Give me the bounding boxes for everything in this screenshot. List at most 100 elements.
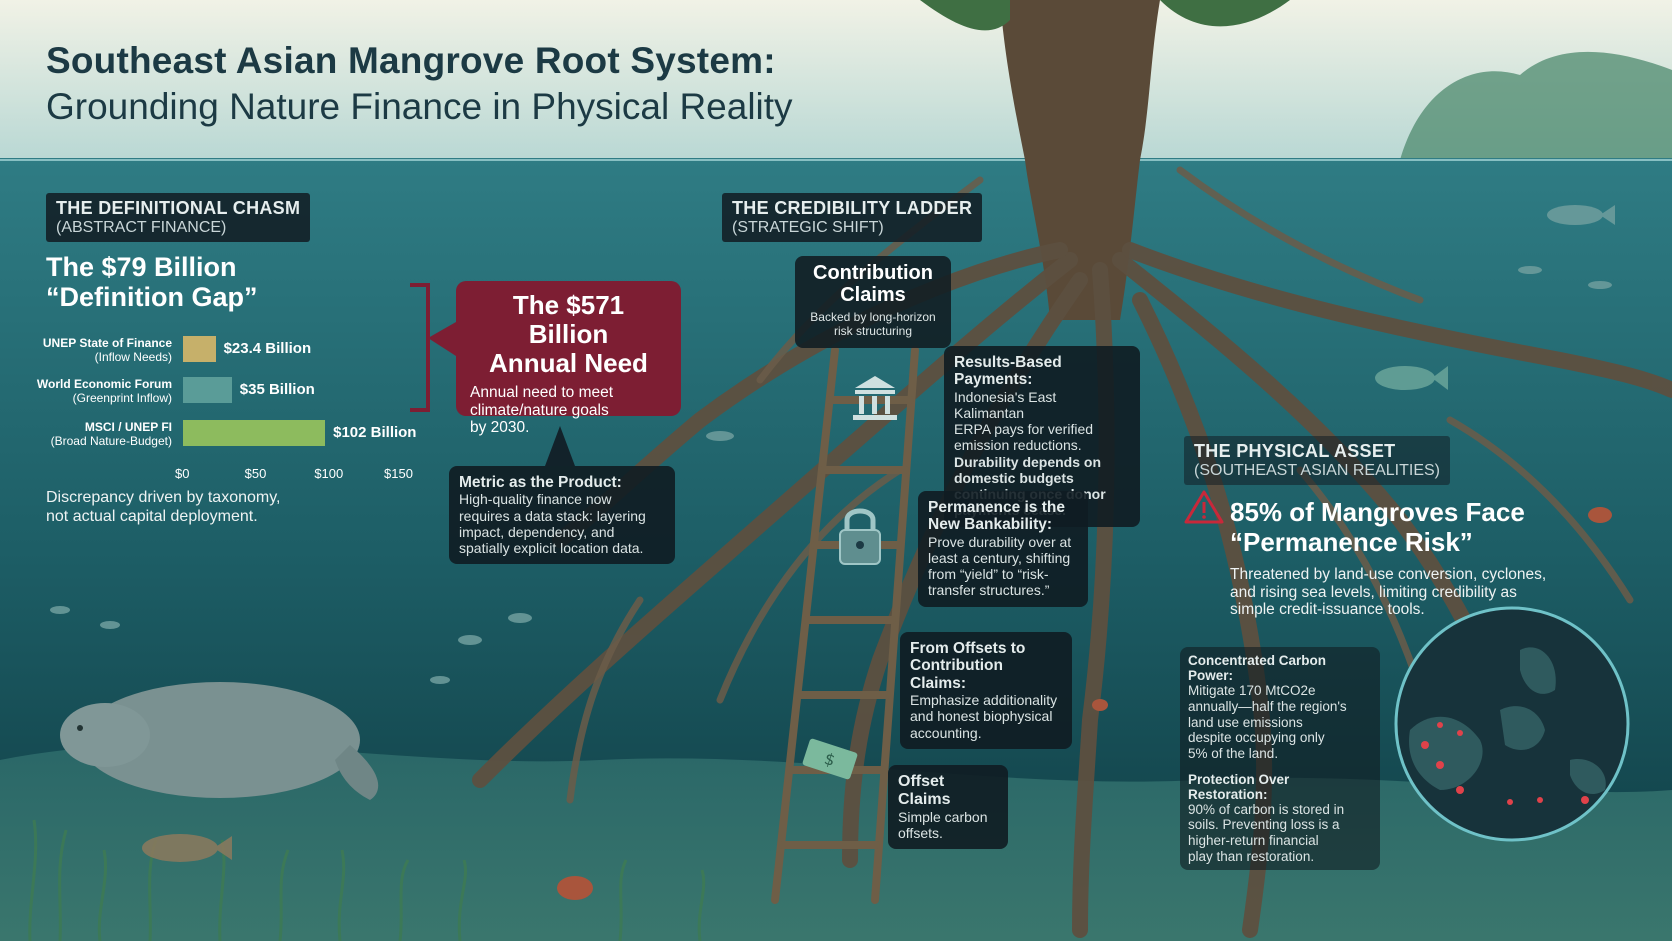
contrib-body-1: Backed by long-horizon xyxy=(810,309,936,324)
metric-body: High-quality finance now requires a data… xyxy=(459,491,665,556)
offset-line: Simple carbon xyxy=(898,808,988,825)
gap-line-2: “Definition Gap” xyxy=(46,282,258,313)
carbon-line: Mitigate 170 MtCO2e xyxy=(1188,683,1316,699)
ladder-tag-title: THE CREDIBILITY LADDER xyxy=(732,198,973,218)
risk-title-2: “Permanence Risk” xyxy=(1230,526,1473,557)
bar-wef xyxy=(183,377,232,403)
results-line: domestic budgets xyxy=(954,469,1074,486)
need-title-2: Annual Need xyxy=(489,348,648,379)
asset-tag-title: THE PHYSICAL ASSET xyxy=(1194,441,1396,461)
metric-title: Metric as the Product: xyxy=(459,474,622,491)
carbon-line: annually—half the region's xyxy=(1188,698,1347,714)
bar-detail-wef: (Greenprint Inflow) xyxy=(72,391,172,406)
offsets-title-2: Contribution Claims: xyxy=(910,657,1003,692)
need-title-1: The $571 Billion xyxy=(512,290,625,350)
offsets-line: accounting. xyxy=(910,724,982,741)
carbon-power-box: Concentrated Carbon Power: Mitigate 170 … xyxy=(1180,647,1380,871)
protection-body: 90% of carbon is stored in soils. Preven… xyxy=(1188,802,1372,865)
bar-label-wef: World Economic Forum (Greenprint Inflow) xyxy=(0,377,172,406)
protection-line: 90% of carbon is stored in xyxy=(1188,801,1345,817)
offset-claims-box: Offset Claims Simple carbon offsets. xyxy=(888,765,1008,850)
perm-line: Prove durability over at xyxy=(928,533,1072,550)
definition-gap-title: The $79 Billion “Definition Gap” xyxy=(46,252,258,312)
protection-line: play than restoration. xyxy=(1188,848,1315,864)
contrib-title-1: Contribution xyxy=(813,262,933,284)
bar-source-wef: World Economic Forum xyxy=(36,377,172,391)
contrib-body-2: risk structuring xyxy=(833,323,913,338)
contribution-title: Contribution Claims xyxy=(801,262,945,307)
offsets-title-1: From Offsets to xyxy=(910,640,1026,657)
chasm-tag-title: THE DEFINITIONAL CHASM xyxy=(56,198,301,218)
permanence-box: Permanence is the New Bankability: Prove… xyxy=(918,491,1088,607)
note-line-1: Discrepancy driven by taxonomy, xyxy=(46,489,281,506)
contrib-title-2: Claims xyxy=(840,284,906,307)
offsets-body: Emphasize additionality and honest bioph… xyxy=(910,692,1062,741)
perm-line: least a century, shifting xyxy=(928,549,1071,566)
carbon-line: despite occupying only xyxy=(1188,730,1325,746)
risk-title-1: 85% of Mangroves Face xyxy=(1230,497,1525,527)
money-icon: $ xyxy=(802,738,858,780)
bar-value-msci: $102 Billion xyxy=(333,424,417,441)
permanence-title: Permanence is the New Bankability: xyxy=(928,499,1078,534)
risk-body-line: simple credit-issuance tools. xyxy=(1230,601,1425,618)
offsets-to-contribution-box: From Offsets to Contribution Claims: Emp… xyxy=(900,632,1072,749)
perm-line: transfer structures.” xyxy=(928,582,1050,599)
results-line: Durability depends on xyxy=(954,453,1102,470)
perm-title-2: New Bankability: xyxy=(928,516,1053,534)
metric-line: impact, dependency, and xyxy=(459,523,615,540)
bank-icon xyxy=(853,376,897,420)
annual-need-body: Annual need to meet climate/nature goals… xyxy=(470,384,667,436)
page-title-block: Southeast Asian Mangrove Root System: Gr… xyxy=(46,40,793,128)
carbon-body: Mitigate 170 MtCO2e annually—half the re… xyxy=(1188,683,1372,761)
bar-value-wef: $35 Billion xyxy=(239,381,315,398)
carbon-line: land use emissions xyxy=(1188,714,1303,730)
lock-icon xyxy=(839,508,881,565)
risk-body-line: Threatened by land-use conversion, cyclo… xyxy=(1230,566,1547,583)
need-body-1: Annual need to meet xyxy=(470,384,614,402)
offset-claims-body: Simple carbon offsets. xyxy=(898,809,998,841)
axis-tick: $100 xyxy=(314,466,344,481)
carbon-title: Concentrated Carbon Power: xyxy=(1188,653,1327,684)
gap-line-1: The $79 Billion xyxy=(46,252,237,282)
asset-tag: THE PHYSICAL ASSET (SOUTHEAST ASIAN REAL… xyxy=(1184,436,1450,485)
axis-tick: $150 xyxy=(384,466,413,481)
protection-line: soils. Preventing loss is a xyxy=(1188,817,1340,833)
bar-detail-msci: (Broad Nature-Budget) xyxy=(50,434,172,449)
bar-detail-unep: (Inflow Needs) xyxy=(94,350,172,365)
results-title: Results-Based Payments: xyxy=(954,354,1062,389)
bar-msci xyxy=(183,420,326,446)
offset-claims-title: Offset Claims xyxy=(898,773,951,808)
bar-value-unep: $23.4 Billion xyxy=(223,340,312,357)
protection-line: higher-return financial xyxy=(1188,833,1319,849)
metric-line: spatially explicit location data. xyxy=(459,540,644,557)
perm-line: from “yield” to “risk- xyxy=(928,566,1049,583)
bar-unep xyxy=(183,336,216,362)
metric-line: High-quality finance now xyxy=(459,491,612,508)
contribution-claims-box: Contribution Claims Backed by long-horiz… xyxy=(795,256,951,348)
bar-label-msci: MSCI / UNEP FI (Broad Nature-Budget) xyxy=(0,420,172,449)
metric-box: Metric as the Product: High-quality fina… xyxy=(449,466,675,565)
bar-label-unep: UNEP State of Finance (Inflow Needs) xyxy=(0,336,172,365)
chasm-tag: THE DEFINITIONAL CHASM (ABSTRACT FINANCE… xyxy=(46,193,311,242)
page-title: Southeast Asian Mangrove Root System: xyxy=(46,40,776,81)
note-line-2: not actual capital deployment. xyxy=(46,507,258,525)
offsets-line: Emphasize additionality xyxy=(910,692,1058,709)
results-line: Indonesia's East Kalimantan xyxy=(954,388,1057,421)
annual-need-title: The $571 Billion Annual Need xyxy=(470,290,667,379)
ladder-tag-sub: (STRATEGIC SHIFT) xyxy=(732,219,884,236)
ladder-tag: THE CREDIBILITY LADDER (STRATEGIC SHIFT) xyxy=(722,193,983,242)
annual-need-box: The $571 Billion Annual Need Annual need… xyxy=(456,281,681,436)
chasm-tag-sub: (ABSTRACT FINANCE) xyxy=(56,219,227,236)
offsets-title: From Offsets to Contribution Claims: xyxy=(910,640,1062,692)
results-line: ERPA pays for verified xyxy=(954,421,1094,438)
metric-line: requires a data stack: layering xyxy=(459,507,646,524)
contribution-body: Backed by long-horizon risk structuring xyxy=(801,309,945,339)
need-body-3: by 2030. xyxy=(470,419,530,437)
permanence-risk-title: 85% of Mangroves Face “Permanence Risk” xyxy=(1230,497,1525,557)
asset-tag-sub: (SOUTHEAST ASIAN REALITIES) xyxy=(1194,462,1440,479)
bar-source-msci: MSCI / UNEP FI xyxy=(84,420,172,434)
carbon-line: 5% of the land. xyxy=(1188,745,1279,761)
bar-source-unep: UNEP State of Finance xyxy=(42,336,172,350)
permanence-body: Prove durability over at least a century… xyxy=(928,534,1078,599)
page-subtitle: Grounding Nature Finance in Physical Rea… xyxy=(46,86,793,127)
